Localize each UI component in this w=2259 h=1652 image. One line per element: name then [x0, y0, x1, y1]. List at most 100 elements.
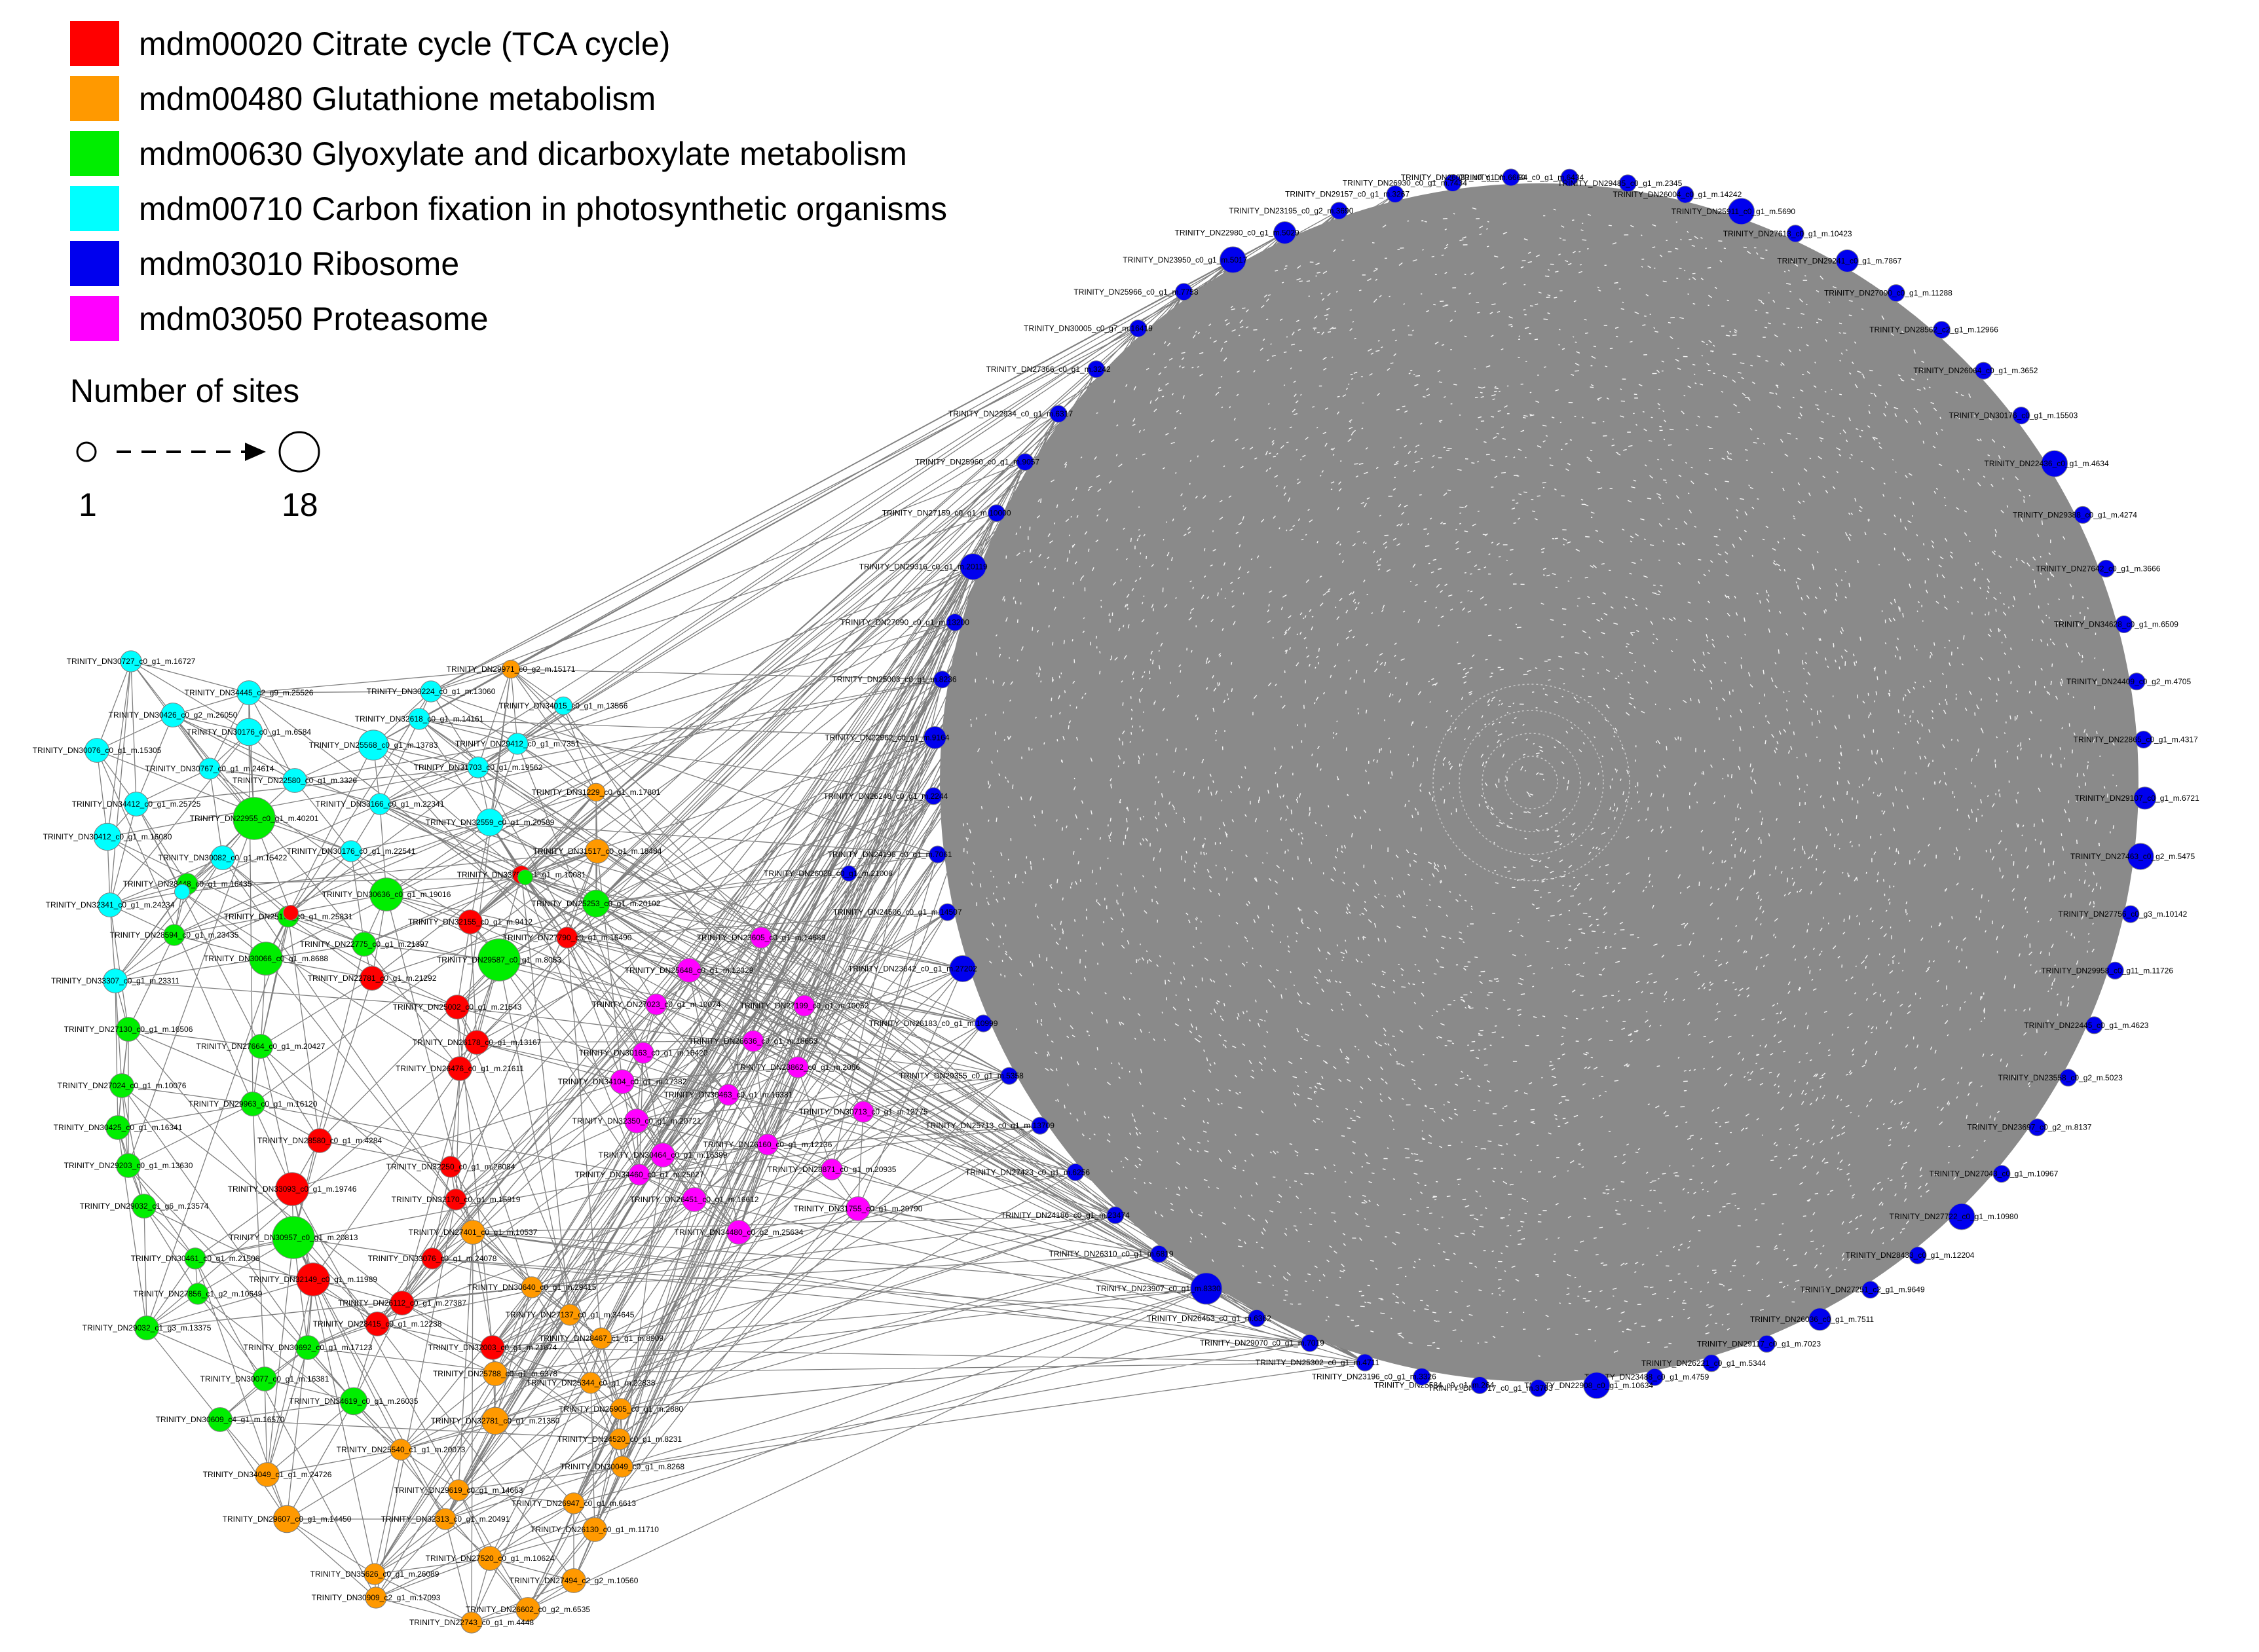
ribosome-node-circle: [1786, 225, 1804, 243]
pathway-node-circle: [84, 738, 109, 763]
pathway-node-label: TRINITY_DN30461_c0_g1_m.21506: [131, 1254, 260, 1263]
pathway-node-label: TRINITY_DN30636_c0_g1_m.19016: [322, 890, 451, 899]
pathway-node-circle: [390, 1291, 415, 1315]
pathway-node-circle: [255, 1462, 280, 1487]
pathway-node: TRINITY_DN29619_c0_g1_m.14663: [394, 1479, 523, 1501]
ribosome-node-label: TRINITY_DN22980_c0_g1_m.5029: [1174, 229, 1299, 238]
pathway-node: TRINITY_DN25905_c0_g1_m.2880: [559, 1398, 683, 1420]
ribosome-node-label: TRINITY_DN27366_c0_g1_m.3242: [986, 365, 1111, 374]
ribosome-node-label: TRINITY_DN23196_c0_g1_m.3326: [1312, 1372, 1436, 1382]
pathway-node-label: TRINITY_DN32781_c0_g1_m.21350: [431, 1416, 560, 1425]
pathway-node-circle: [610, 1069, 635, 1094]
pathway-node-label: TRINITY_DN34412_c0_g1_m.25725: [72, 799, 201, 809]
ribosome-node-circle: [1948, 1203, 1975, 1230]
ribosome-node-circle: [1248, 1309, 1266, 1327]
pathway-node: TRINITY_DN22955_c0_g1_m.40201: [190, 797, 319, 840]
pathway-node-circle: [458, 909, 483, 934]
pathway-node-label: TRINITY_DN27520_c0_g1_m.10624: [426, 1554, 555, 1563]
pathway-node-label: TRINITY_DN30463_c0_g1_m.16381: [664, 1090, 793, 1099]
cluster-nodes: TRINITY_DN30727_c0_g1_m.16727TRINITY_DN2…: [33, 650, 928, 1634]
pathway-node-circle: [208, 1407, 233, 1432]
ribosome-node-label: TRINITY_DN24196_c0_g1_m.7061: [827, 850, 952, 859]
ribosome-node-label: TRINITY_DN23842_c0_g1_m.27202: [848, 964, 977, 973]
pathway-node-label: TRINITY_DN30163_c0_g1_m.16420: [579, 1048, 708, 1057]
pathway-node-circle: [124, 792, 149, 817]
legend-swatch-ribosome: [70, 241, 119, 286]
pathway-node-circle: [364, 1563, 386, 1585]
ribosome-node-label: TRINITY_DN26028_c0_g1_m.21006: [764, 869, 893, 878]
ribosome-node-label: TRINITY_DN23195_c0_g2_m.3690: [1229, 206, 1353, 215]
ribosome-node: TRINITY_DN22908_c0_g1_m.10634: [1524, 1372, 1653, 1399]
pathway-node-label: TRINITY_DN25568_c0_g1_m.13783: [309, 741, 438, 750]
pathway-node: TRINITY_DN32170_c0_g1_m.15819: [392, 1188, 521, 1211]
pathway-node: TRINITY_DN28448_c0_g1_m.16435: [123, 873, 252, 895]
legend-swatch-carbon-fixation: [70, 186, 119, 231]
pathway-node-label: TRINITY_DN34619_c0_g1_m.26035: [289, 1397, 419, 1406]
pathway-node-label: TRINITY_DN28594_c0_g1_m.23435: [110, 930, 239, 940]
pathway-node: TRINITY_DN29963_c0_g1_m.16120: [189, 1092, 318, 1116]
pathway-node-label: TRINITY_DN30076_c0_g1_m.15305: [33, 746, 162, 755]
ribosome-node-label: TRINITY_DN28562_c2_g1_m.12966: [1869, 325, 1998, 335]
pathway-node-label: TRINITY_DN27494_c2_g2_m.10560: [510, 1576, 639, 1585]
pathway-node-label: TRINITY_DN26130_c0_g1_m.11710: [531, 1525, 659, 1534]
pathway-node: TRINITY_DN29587_c0_g1_m.8053: [437, 938, 561, 982]
pathway-node-label: TRINITY_DN34049_c1_g1_m.24726: [203, 1470, 332, 1479]
pathway-node-label: TRINITY_DN30066_c0_g1_m.8688: [204, 954, 328, 963]
pathway-node-circle: [559, 1304, 581, 1326]
pathway-node-label: TRINITY_DN33307_c0_g1_m.23311: [51, 976, 179, 985]
ribosome-node-label: TRINITY_DN24186_c0_g1_m.23474: [1001, 1211, 1130, 1220]
ribosome-node-label: TRINITY_DN28433_c0_g1_m.12204: [1846, 1251, 1975, 1260]
ribosome-node-circle: [924, 726, 946, 749]
pathway-node: TRINITY_DN31229_c0_g1_m.17801: [532, 782, 661, 802]
ribosome-node-circle: [1219, 246, 1246, 274]
ribosome-node-label: TRINITY_DN30005_c0_g7_m.16419: [1024, 324, 1153, 333]
ribosome-node-circle: [840, 865, 857, 882]
ribosome-node-circle: [988, 504, 1005, 523]
ribosome-node: TRINITY_DN25584_c0_g1_m.264: [1374, 1376, 1495, 1394]
cluster-edge-lines: [96, 661, 864, 1623]
pathway-node-circle: [174, 884, 190, 900]
pathway-node: TRINITY_DN29203_c0_g1_m.13630: [64, 1153, 193, 1178]
ribosome-node-circle: [1757, 1334, 1776, 1353]
pathway-node-circle: [582, 889, 610, 918]
pathway-node-circle: [134, 1315, 159, 1340]
pathway-node-circle: [132, 1194, 157, 1219]
pathway-node: TRINITY_DN30412_c0_g1_m.16080: [43, 822, 172, 851]
ribosome-node-circle: [2127, 843, 2154, 870]
pathway-node-label: TRINITY_DN30426_c0_g2_m.26050: [109, 710, 238, 720]
ribosome-node-label: TRINITY_DN26310_c0_g1_m.6819: [1049, 1249, 1173, 1258]
pathway-node-label: TRINITY_DN27023_c0_g1_m.10074: [592, 1000, 721, 1009]
pathway-node-label: TRINITY_DN27664_c0_g1_m.20427: [196, 1042, 326, 1051]
pathway-node: TRINITY_DN27130_c0_g1_m.16506: [64, 1017, 193, 1042]
pathway-node: TRINITY_DN27494_c2_g2_m.10560: [510, 1568, 639, 1593]
pathway-node-label: TRINITY_DN25253_c0_g1_m.20102: [532, 899, 661, 908]
pathway-node-circle: [248, 1034, 273, 1059]
ribosome-node: TRINITY_DN24186_c0_g1_m.23474: [1001, 1206, 1130, 1224]
legend-swatch-proteasome: [70, 296, 119, 341]
ribosome-node-circle: [1301, 1334, 1319, 1352]
ribosome-node-circle: [1529, 1379, 1547, 1397]
pathway-node-label: TRINITY_DN30077_c0_g1_m.16381: [200, 1374, 329, 1384]
ribosome-node: TRINITY_DN27366_c0_g1_m.3242: [986, 360, 1111, 378]
pathway-node: TRINITY_DN26130_c0_g1_m.11710: [531, 1517, 659, 1542]
pathway-node-label: TRINITY_DN32149_c0_g1_m.11989: [249, 1275, 377, 1284]
ribosome-node-label: TRINITY_DN27463_c0_g2_m.5475: [2070, 852, 2195, 861]
legend-item-tca: mdm00020 Citrate cycle (TCA cycle): [70, 21, 670, 66]
pathway-node: TRINITY_DN30066_c0_g1_m.8688: [204, 942, 328, 976]
pathway-node-circle: [476, 808, 504, 837]
pathway-node: TRINITY_DN27790_c0_g1_m.16490: [503, 927, 632, 949]
pathway-node-label: TRINITY_DN22775_c0_g1_m.21397: [300, 940, 429, 949]
pathway-node: TRINITY_DN25540_c1_g1_m.20073: [337, 1439, 466, 1461]
pathway-node-label: TRINITY_DN23605_c0_g1_m.14689: [697, 933, 826, 942]
pathway-node-circle: [645, 993, 667, 1016]
ribosome-node-circle: [924, 787, 943, 805]
pathway-node-label: TRINITY_DN29032_c1_g6_m.13574: [80, 1202, 209, 1211]
pathway-node-label: TRINITY_DN32170_c0_g1_m.15819: [392, 1195, 521, 1204]
ribosome-node-circle: [2012, 407, 2030, 425]
ribosome-node: TRINITY_DN25302_c0_g1_m.4711: [1256, 1353, 1379, 1372]
ribosome-node: TRINITY_DN29355_c0_g1_m.5358: [899, 1067, 1024, 1085]
pathway-node-label: TRINITY_DN29587_c0_g1_m.8053: [437, 955, 561, 964]
pathway-node-circle: [608, 1428, 631, 1450]
ribosome-node-label: TRINITY_DN25713_c0_g1_m.13709: [925, 1121, 1055, 1130]
pathway-node-label: TRINITY_DN29032_c1_g3_m.13375: [83, 1323, 212, 1332]
